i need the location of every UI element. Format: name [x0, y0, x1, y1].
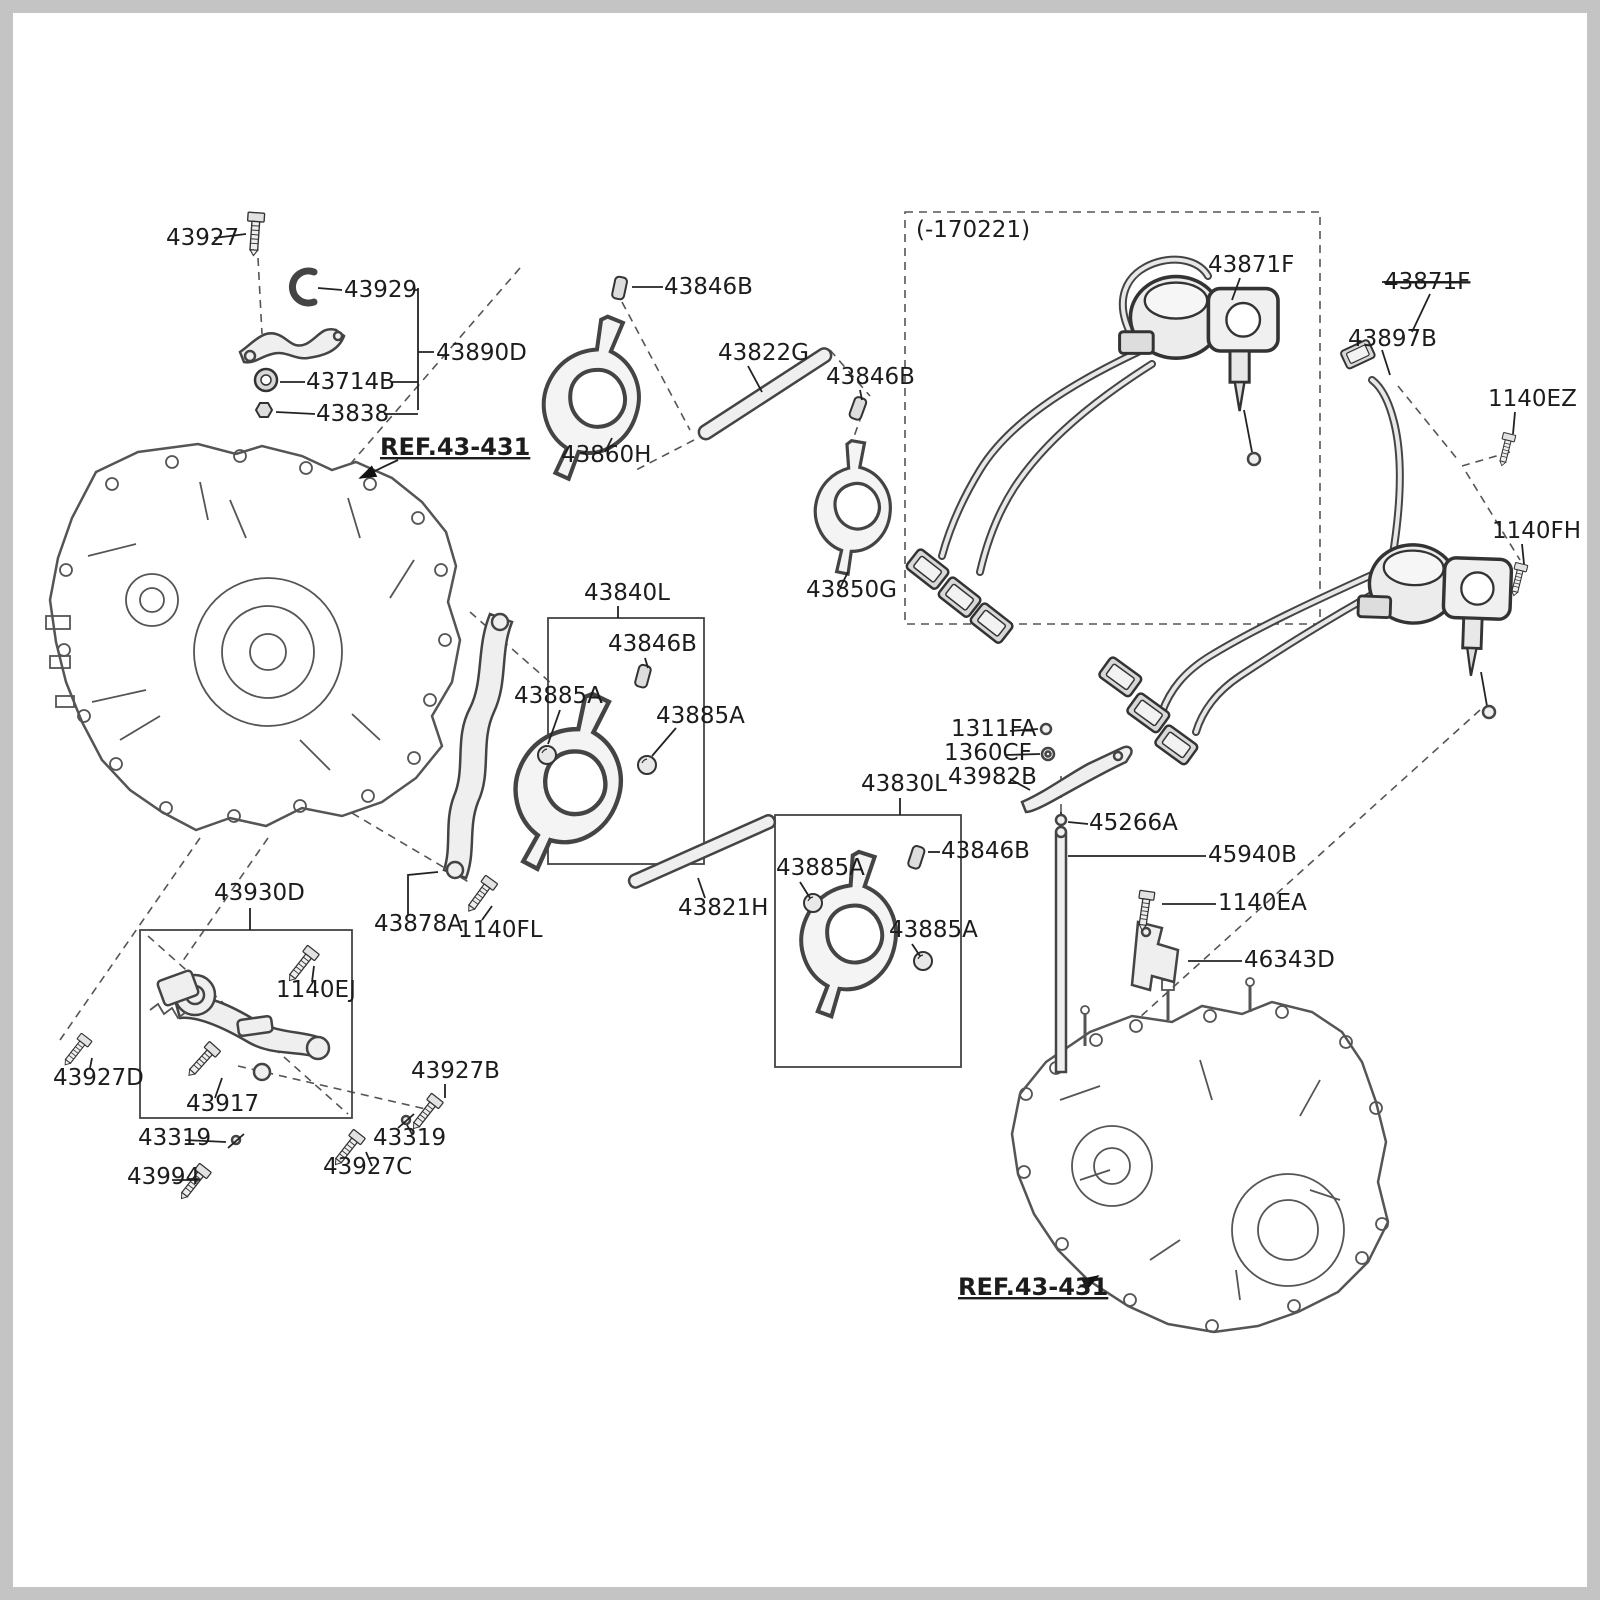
- bolt-43927: [244, 211, 266, 257]
- label-43917: 43917: [186, 1091, 259, 1117]
- gear-actuator-43871f: [903, 255, 1280, 646]
- shift-bracket-43890d: [238, 327, 346, 364]
- label-ref43431: REF.43-431: [958, 1273, 1108, 1301]
- box-43930d: [139, 929, 353, 1119]
- gear-actuator-43871f-late: [1096, 338, 1514, 768]
- label-43927c: 43927C: [323, 1154, 412, 1180]
- transmission-case-rear: [1010, 977, 1390, 1334]
- label-43871f: 43871F: [1384, 269, 1470, 295]
- label-43846b: 43846B: [826, 364, 915, 390]
- case-rear-bolt-holes: [1017, 1005, 1389, 1333]
- label-43871f: 43871F: [1208, 252, 1294, 278]
- label-43897b: 43897B: [1348, 326, 1437, 352]
- pin-1311fa: [1039, 722, 1053, 736]
- snap-clip-43929: [289, 267, 318, 307]
- label-43930d: 43930D: [214, 880, 305, 906]
- label-1140ea: 1140EA: [1218, 890, 1307, 916]
- label-43885a: 43885A: [514, 683, 603, 709]
- label-43885a: 43885A: [776, 855, 865, 881]
- label-170221: (-170221): [916, 217, 1030, 243]
- label-43840l: 43840L: [584, 580, 670, 606]
- label-43838: 43838: [316, 401, 389, 427]
- box-43830l: [774, 814, 962, 1068]
- label-1311fa: 1311FA: [951, 716, 1037, 742]
- shift-fork-43840l: [499, 682, 638, 882]
- label-1140ez: 1140EZ: [1488, 386, 1577, 412]
- label-43994: 43994: [127, 1164, 200, 1190]
- ref-arrow-bottom: [1077, 1275, 1100, 1290]
- label-1140ej: 1140EJ: [276, 977, 356, 1003]
- label-1140fl: 1140FL: [458, 917, 543, 943]
- label-43982b: 43982B: [948, 764, 1037, 790]
- shift-lever-43878a: [442, 612, 514, 880]
- shift-fork-43850g: [808, 436, 897, 578]
- label-43927: 43927: [166, 225, 239, 251]
- label-43319: 43319: [138, 1125, 211, 1151]
- label-45940b: 45940B: [1208, 842, 1297, 868]
- label-1140fh: 1140FH: [1492, 518, 1581, 544]
- label-1360cf: 1360CF: [944, 740, 1032, 766]
- label-43830l: 43830L: [861, 771, 947, 797]
- bolt-1140fl: [462, 874, 499, 917]
- case-rear-studs: [1080, 977, 1255, 1046]
- ref-arrow-top: [358, 459, 399, 479]
- label-43846b: 43846B: [664, 274, 753, 300]
- dashed-box-170221: [904, 211, 1321, 625]
- label-43319: 43319: [373, 1125, 446, 1151]
- label-43846b: 43846B: [941, 838, 1030, 864]
- label-43929: 43929: [344, 277, 417, 303]
- label-43846b: 43846B: [608, 631, 697, 657]
- label-43821h: 43821H: [678, 895, 768, 921]
- label-43885a: 43885A: [656, 703, 745, 729]
- label-45266a: 45266A: [1089, 810, 1178, 836]
- label-43878a: 43878A: [374, 911, 463, 937]
- spring-pins-43319: [227, 1113, 415, 1149]
- group-boxes: [139, 211, 1321, 1119]
- bracket-group-43890d: [238, 267, 346, 418]
- label-43714b: 43714B: [306, 369, 395, 395]
- shift-rail-43821h: [627, 814, 777, 889]
- case-front-bolt-holes: [57, 449, 452, 823]
- retainer-45266a: [1054, 813, 1068, 827]
- nut-43838: [254, 402, 274, 418]
- bracket-46343d: [1130, 920, 1180, 992]
- label-43850g: 43850G: [806, 577, 897, 603]
- bolt-43927d: [59, 1032, 93, 1070]
- label-43927b: 43927B: [411, 1058, 500, 1084]
- transmission-case-front: [45, 442, 462, 832]
- control-shaft-45940b: [1054, 812, 1068, 1074]
- shift-rail-43822g: [697, 347, 833, 441]
- label-43822g: 43822G: [718, 340, 809, 366]
- control-assembly-43930d: [149, 969, 331, 1082]
- label-46343d: 46343D: [1244, 947, 1335, 973]
- bolt-1140ez: [1495, 431, 1517, 468]
- leader-lines: [89, 233, 1525, 1290]
- label-43885a: 43885A: [889, 917, 978, 943]
- label-43927d: 43927D: [53, 1065, 144, 1091]
- label-ref43431: REF.43-431: [380, 433, 530, 461]
- lock-bracket-43982b: [1020, 722, 1133, 814]
- label-43890d: 43890D: [436, 340, 527, 366]
- bolt-43917: [182, 1040, 222, 1081]
- label-43860h: 43860H: [561, 442, 651, 468]
